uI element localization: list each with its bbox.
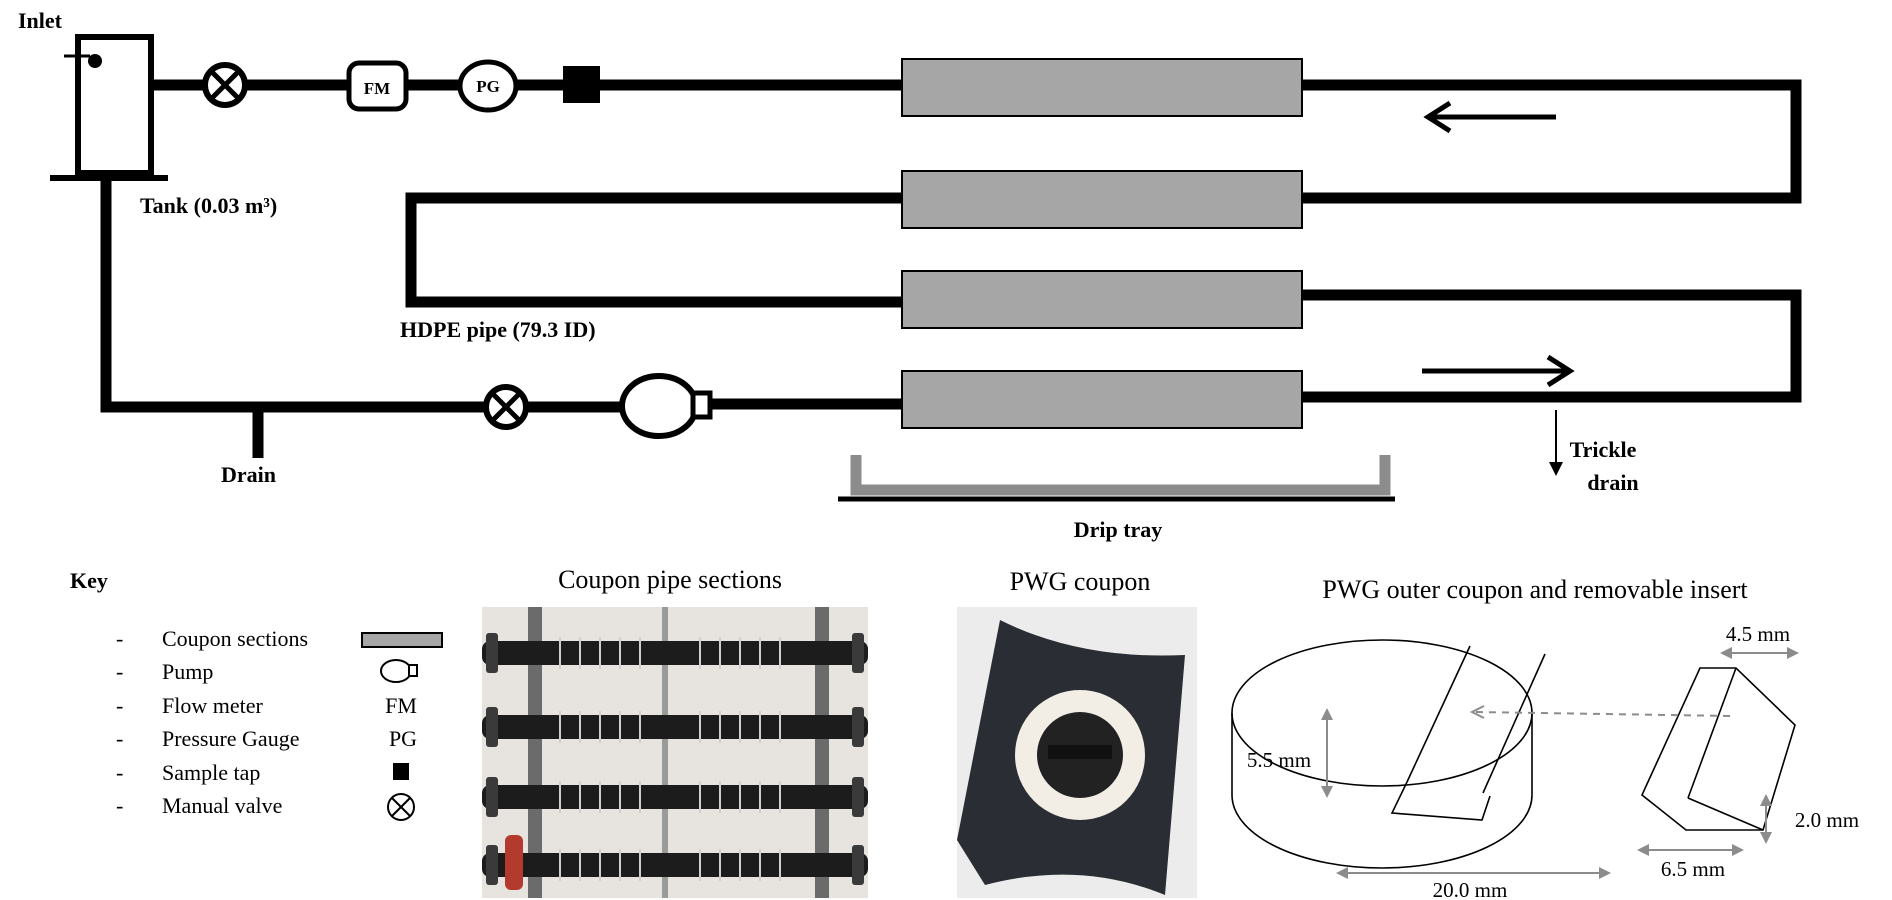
pump bbox=[619, 373, 713, 439]
key-dash: - bbox=[116, 793, 123, 818]
pressure-gauge: PG bbox=[457, 59, 519, 113]
key-valve-symbol bbox=[387, 793, 415, 821]
return-pipe bbox=[100, 178, 620, 458]
pwg-coupon-title: PWG coupon bbox=[1010, 567, 1151, 596]
key-item-label: Coupon sections bbox=[162, 626, 308, 651]
key-dash: - bbox=[116, 659, 123, 684]
pwg-outer-coupon-drawing bbox=[1231, 639, 1796, 869]
key-item-label: Manual valve bbox=[162, 793, 282, 818]
coupon-section-1 bbox=[901, 58, 1303, 117]
key-list: - Coupon sections - Pump - Flow meter - … bbox=[116, 626, 308, 818]
manual-valve-top bbox=[202, 62, 248, 108]
key-dash: - bbox=[116, 760, 123, 785]
key-item-label: Pump bbox=[162, 659, 213, 684]
dimension-lines bbox=[1321, 647, 1799, 879]
key-item-label: Pressure Gauge bbox=[162, 726, 299, 751]
coupon-section-4 bbox=[901, 370, 1303, 429]
sample-tap bbox=[563, 66, 600, 103]
pressure-gauge-text: PG bbox=[476, 77, 500, 96]
flow-meter: FM bbox=[346, 60, 409, 112]
trickle-drain-label-1: Trickle bbox=[1570, 437, 1637, 462]
loop-pipes bbox=[405, 79, 1802, 410]
insert-dashed-arrow bbox=[1475, 711, 1733, 717]
coupon-pipe-sections-title: Coupon pipe sections bbox=[558, 565, 782, 594]
coupon-section-3 bbox=[901, 270, 1303, 329]
key-pump-symbol bbox=[380, 659, 418, 683]
key-coupon-symbol bbox=[361, 632, 443, 648]
dim-height: 5.5 mm bbox=[1247, 748, 1311, 772]
drain-label: Drain bbox=[221, 462, 276, 487]
flow-arrow-right bbox=[1422, 354, 1575, 388]
coupon-pipe-sections-photo bbox=[482, 607, 868, 898]
pwg-outer-title: PWG outer coupon and removable insert bbox=[1322, 575, 1748, 604]
hdpe-pipe-label: HDPE pipe (79.3 ID) bbox=[400, 317, 596, 342]
key-sample-tap-symbol bbox=[393, 763, 409, 780]
flow-arrow-left bbox=[1423, 100, 1556, 134]
key-item-label: Sample tap bbox=[162, 760, 260, 785]
key-dash: - bbox=[116, 693, 123, 718]
dim-diameter: 20.0 mm bbox=[1433, 878, 1508, 900]
flow-meter-text: FM bbox=[364, 79, 390, 98]
dim-insert-height: 2.0 mm bbox=[1795, 808, 1859, 832]
key-title: Key bbox=[70, 568, 108, 593]
insert-dashed-arrowhead bbox=[1469, 705, 1485, 719]
manual-valve-bottom bbox=[483, 384, 529, 430]
key-item-label: Flow meter bbox=[162, 693, 263, 718]
tank-label: Tank (0.03 m³) bbox=[140, 193, 277, 218]
trickle-drain-label-2: drain bbox=[1587, 470, 1638, 495]
key-dash: - bbox=[116, 726, 123, 751]
tank bbox=[50, 34, 168, 181]
coupon-sections bbox=[901, 58, 1303, 429]
drip-tray bbox=[838, 455, 1395, 502]
dim-insert-width: 4.5 mm bbox=[1726, 622, 1790, 646]
dim-insert-length: 6.5 mm bbox=[1661, 857, 1725, 881]
pwg-coupon-photo bbox=[957, 607, 1197, 898]
key-pressure-gauge-symbol: PG bbox=[389, 726, 417, 751]
inlet-label: Inlet bbox=[18, 8, 63, 33]
key-dash: - bbox=[116, 626, 123, 651]
drip-tray-label: Drip tray bbox=[1074, 517, 1163, 542]
trickle-drain-arrow bbox=[1549, 410, 1563, 476]
key-flow-meter-symbol: FM bbox=[385, 693, 417, 718]
coupon-section-2 bbox=[901, 170, 1303, 229]
